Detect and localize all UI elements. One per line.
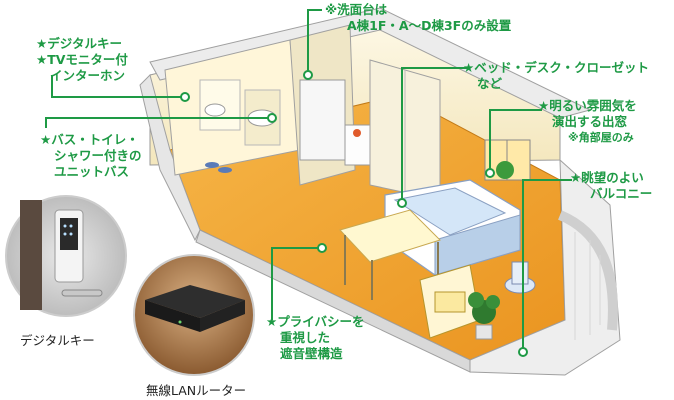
plant [468,292,500,340]
callout-bath: ★バス・トイレ・ シャワー付きの ユニットバス [40,132,142,180]
digital-key-photo [5,195,127,317]
kitchen-area [289,24,391,186]
callout-balcony-line2: バルコニー [590,186,653,201]
star-icon: ★ [570,170,582,185]
balcony [469,158,621,376]
star-icon: ★ [36,36,48,51]
star-icon: ★ [463,60,475,75]
callout-washbasin-line2: A棟1F・A～D棟3Fのみ設置 [347,18,512,33]
callout-window: ★明るい雰囲気を 演出する出窓 ※角部屋のみ [538,98,637,146]
callout-privacy-line3: 遮音壁構造 [280,346,343,361]
slippers [205,162,232,173]
router-photo [133,254,255,376]
callout-bed-line2: など [477,76,503,91]
caption-router: 無線LANルーター [146,383,247,398]
callout-bed-line1: ベッド・デスク・クローゼット [474,60,649,75]
callout-window-note: ※角部屋のみ [568,131,634,144]
callout-privacy: ★プライバシーを 重視した 遮音壁構造 [266,314,364,362]
callout-privacy-line2: 重視した [280,330,331,345]
callout-bath-line2: シャワー付きの [54,148,142,163]
callout-digital-line3: インターホン [50,68,126,83]
bed [384,179,521,276]
callout-washbasin: ※洗面台は A棟1F・A～D棟3Fのみ設置 [325,2,511,34]
desk [339,209,441,300]
callout-bath-line1: バス・トイレ・ [51,132,139,147]
callout-balcony-line1: 眺望のよい [581,170,644,185]
callout-window-line1: 明るい雰囲気を [549,98,637,113]
callout-bed: ★ベッド・デスク・クローゼット など [463,60,649,92]
callout-washbasin-line1: ※洗面台は [325,2,388,17]
star-icon: ★ [36,52,48,67]
callout-balcony: ★眺望のよい バルコニー [570,170,652,202]
callout-bath-line3: ユニットバス [54,164,130,179]
callout-window-line2: 演出する出窓 [552,114,628,129]
callout-digital-line2: TVモニター付 [47,52,128,67]
callout-digital-line1: デジタルキー [47,36,122,51]
closet [369,59,441,201]
callout-digital: ★デジタルキー ★TVモニター付 インターホン [36,36,128,84]
caption-digital-key: デジタルキー [20,333,95,348]
star-icon: ★ [40,132,52,147]
star-icon: ★ [266,314,278,329]
storage-shelf [419,264,481,339]
leader-lines [45,9,572,357]
callout-privacy-line1: プライバシーを [277,314,365,329]
star-icon: ★ [538,98,550,113]
